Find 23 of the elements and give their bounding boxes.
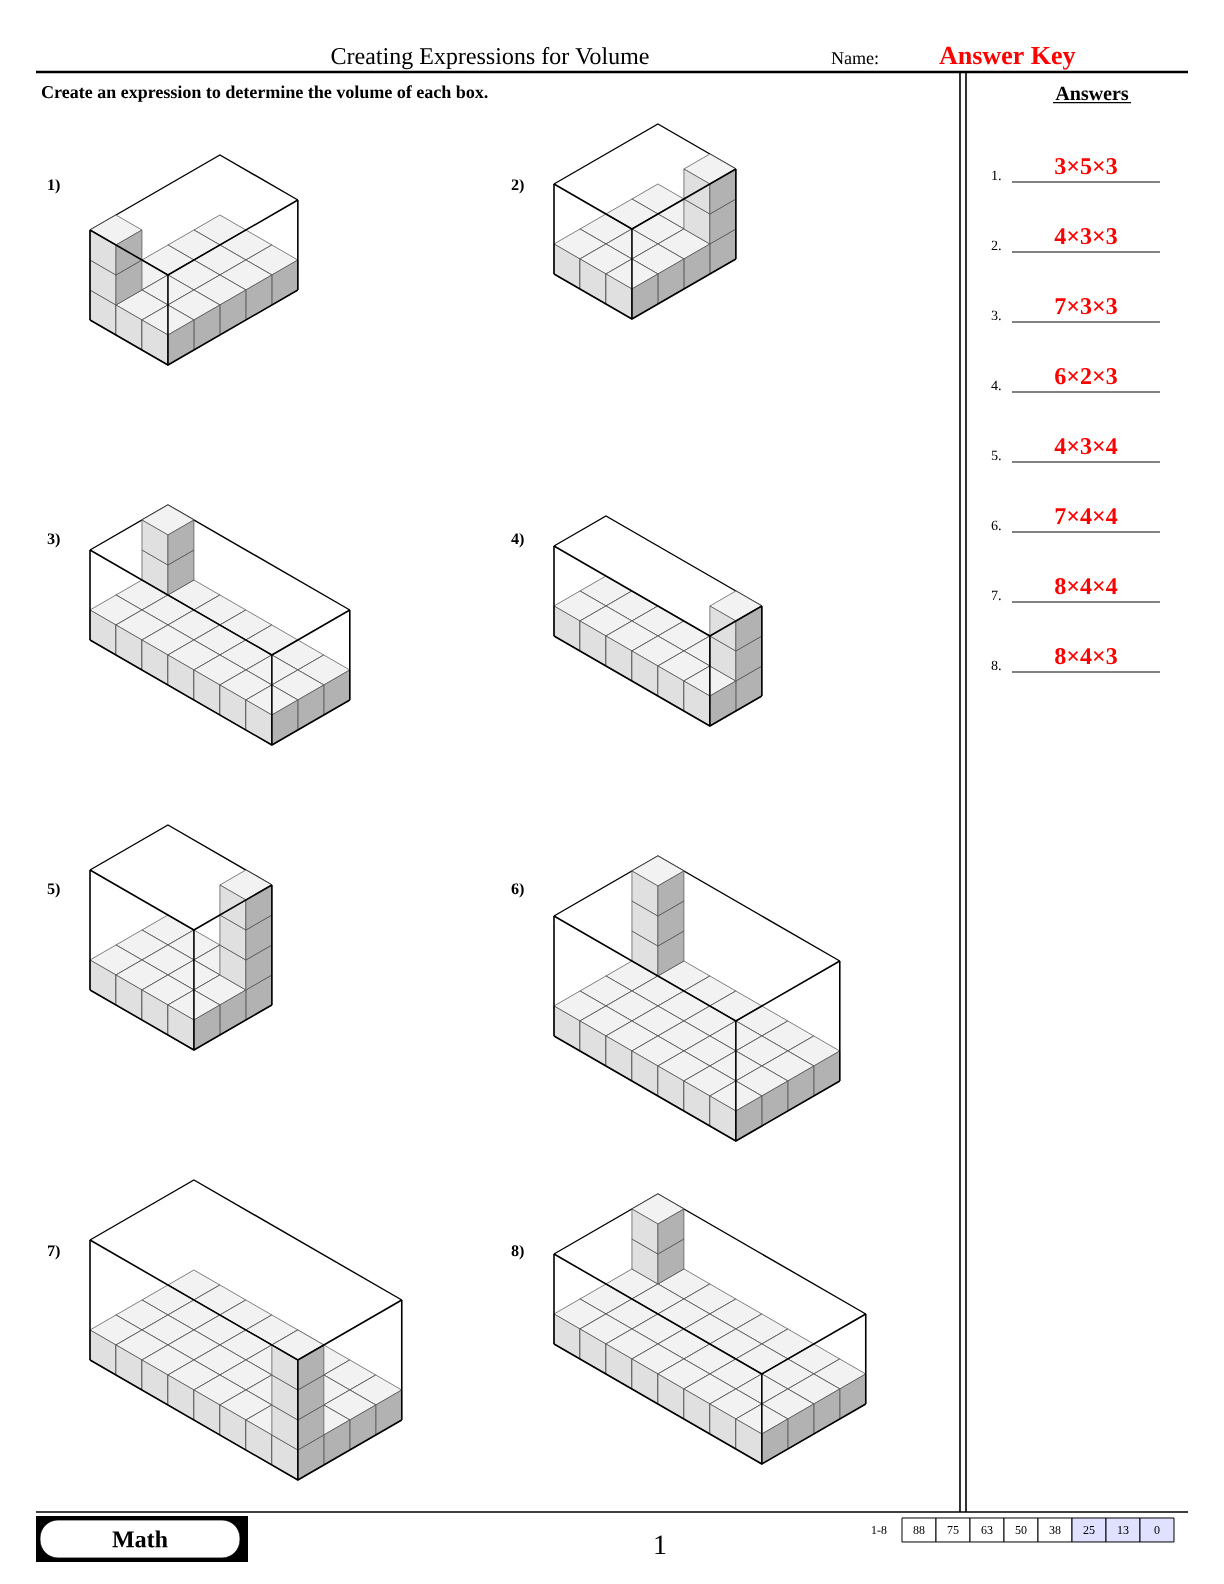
name-label: Name: [831, 52, 878, 65]
answer-text: 6×2×3 [1055, 368, 1117, 385]
answer-key-text: Answer Key [939, 46, 1076, 70]
answer-text: 4×3×4 [1054, 438, 1118, 455]
problem-number: 5) [47, 882, 60, 898]
problem-number: 8) [511, 1244, 524, 1260]
subject-badge: Math [36, 1516, 248, 1562]
instructions: Create an expression to determine the volume of each box. [41, 85, 488, 102]
answer-text: 8×4×3 [1055, 648, 1117, 665]
problem-number: 1) [48, 178, 60, 194]
answer-text: 7×3×3 [1055, 298, 1117, 315]
answer-text: 7×4×4 [1055, 508, 1118, 524]
problem-number: 2) [511, 178, 524, 194]
problem-number: 6) [511, 882, 524, 898]
answers-heading: Answers [1052, 86, 1132, 104]
answer-text: 4×3×3 [1054, 228, 1117, 245]
problem-number: 7) [47, 1244, 60, 1260]
problem-number: 3) [47, 532, 60, 548]
answer-text: 3×5×3 [1055, 158, 1117, 175]
problem-number: 4) [511, 532, 524, 548]
page-number: 1 [655, 1535, 666, 1554]
answer-text: 8×4×4 [1055, 578, 1118, 595]
worksheet-title: Creating Expressions for Volume [331, 47, 649, 70]
